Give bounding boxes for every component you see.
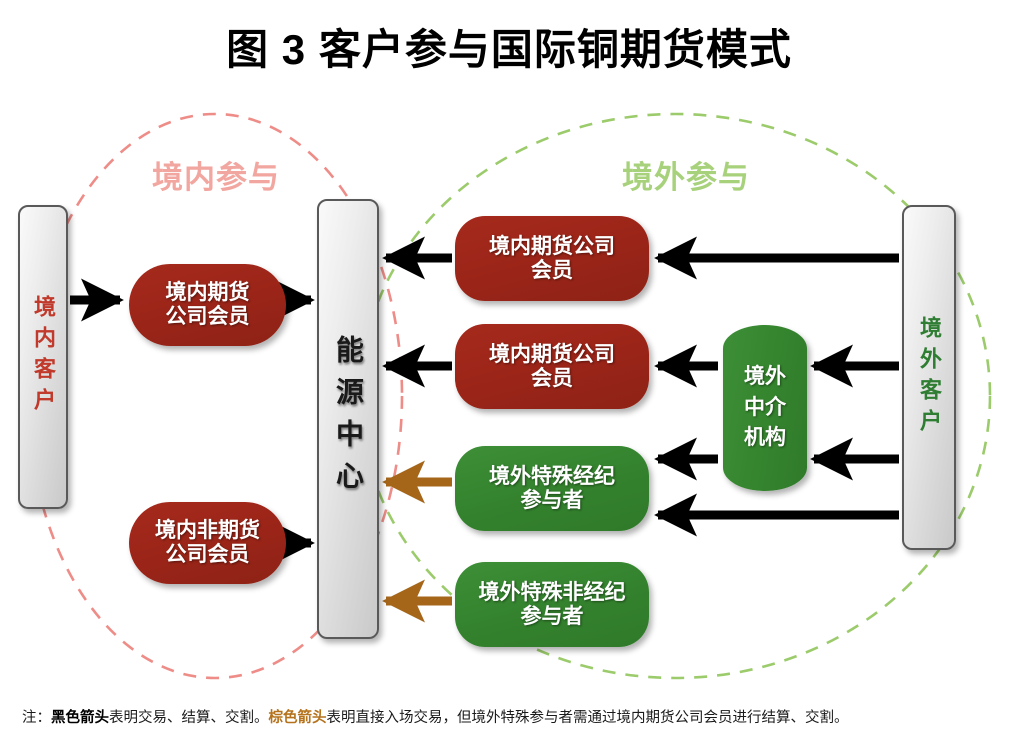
overseas-region-ellipse [358, 112, 992, 680]
node-overseas-client-label: 境外客户 [917, 315, 942, 440]
node-label-line2: 公司会员 [165, 543, 250, 566]
note-prefix: 注： [22, 710, 51, 726]
node-label-line3: 机构 [744, 426, 786, 450]
region-label-domestic: 境内参与 [152, 160, 280, 195]
node-exchange[interactable]: 能源中心 [317, 199, 379, 639]
node-overseas-special-broker[interactable]: 境外特殊经纪 参与者 [455, 446, 649, 531]
node-label-line1: 境内期货公司 [489, 342, 615, 366]
node-label-line1: 境内期货公司 [489, 234, 615, 258]
node-overseas-special-nonbroker[interactable]: 境外特殊非经纪 参与者 [455, 562, 649, 647]
node-domestic-futures-member-1[interactable]: 境内期货公司 会员 [455, 216, 649, 301]
node-label-line1: 境外特殊经纪 [489, 464, 615, 488]
note-brown-arrow-term: 棕色箭头 [268, 710, 327, 726]
note-suffix: 表明直接入场交易，但境外特殊参与者需通过境内期货公司会员进行结算、交割。 [326, 710, 849, 726]
node-label-line1: 境外特殊非经纪 [478, 580, 626, 604]
node-label-line2: 参与者 [520, 488, 584, 512]
node-label-line2: 中介 [744, 395, 786, 419]
node-label-line1: 境内期货 [165, 281, 250, 305]
page-title: 图 3 客户参与国际铜期货模式 [226, 26, 792, 73]
node-label-wrap: 境外特殊经纪 参与者 [489, 465, 615, 512]
node-label-line2: 会员 [531, 366, 573, 390]
node-domestic-futures-member-2[interactable]: 境内期货公司 会员 [455, 324, 649, 409]
node-label-wrap: 境内期货 公司会员 [166, 281, 250, 328]
figure-note: 注：黑色箭头表明交易、结算、交割。棕色箭头表明直接入场交易，但境外特殊参与者需通… [22, 706, 1002, 727]
node-domestic-client-label: 境内客户 [31, 295, 56, 419]
region-label-overseas: 境外参与 [622, 160, 750, 195]
node-overseas-agency[interactable]: 境外 中介 机构 [723, 325, 807, 491]
node-label-line1: 境内非期货 [155, 519, 260, 543]
node-label-wrap: 境外特殊非经纪 参与者 [479, 581, 626, 628]
node-domestic-futures-member-left[interactable]: 境内期货 公司会员 [129, 264, 286, 346]
note-black-arrow-term: 黑色箭头 [51, 710, 109, 726]
node-label-wrap: 境内非期货 公司会员 [155, 519, 260, 566]
node-label-wrap: 境内期货公司 会员 [489, 343, 615, 390]
note-middle: 表明交易、结算、交割。 [109, 710, 269, 726]
node-exchange-label: 能源中心 [333, 335, 364, 503]
node-label-line1: 境外 [744, 365, 786, 389]
node-domestic-nonfutures-member-left[interactable]: 境内非期货 公司会员 [129, 502, 286, 584]
node-overseas-client[interactable]: 境外客户 [902, 205, 956, 550]
node-label-line2: 参与者 [520, 604, 584, 628]
node-label-wrap: 境内期货公司 会员 [489, 235, 615, 282]
node-label-line2: 公司会员 [165, 305, 250, 328]
node-domestic-client[interactable]: 境内客户 [18, 205, 68, 509]
node-label-wrap: 境外 中介 机构 [744, 362, 786, 453]
node-label-line2: 会员 [531, 258, 573, 282]
